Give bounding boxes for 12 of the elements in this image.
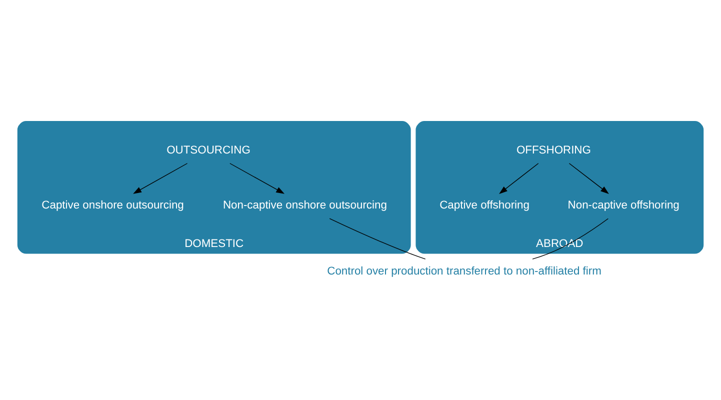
- node-text: Non-captive onshore outsourcing: [222, 200, 387, 212]
- arrow: [568, 163, 609, 194]
- arrow: [230, 163, 285, 194]
- node-text: Control over production transferred to non-affiliated firm: [327, 265, 602, 278]
- connector: [329, 218, 426, 260]
- node-text: Captive offshoring: [440, 200, 530, 212]
- arrow: [499, 163, 539, 194]
- node-text: OUTSOURCING: [166, 144, 250, 156]
- node-text: Non-captive offshoring: [568, 200, 680, 212]
- node-text: Captive onshore outsourcing: [42, 200, 184, 212]
- arrow: [133, 163, 188, 194]
- node-text: OFFSHORING: [516, 144, 591, 156]
